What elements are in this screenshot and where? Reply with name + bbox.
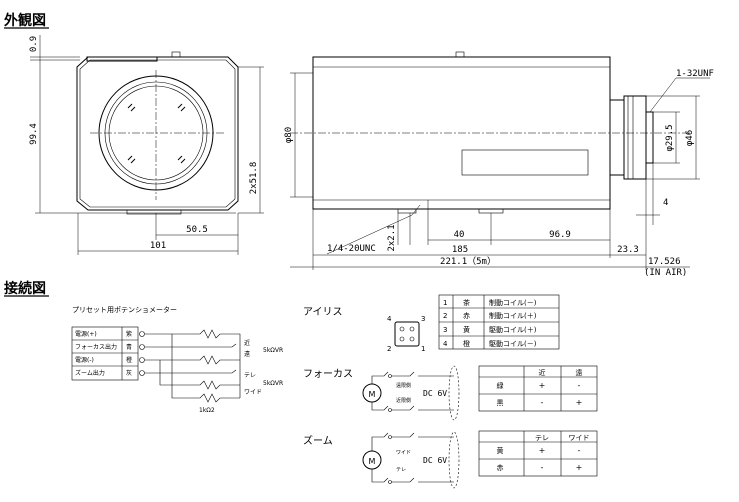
zoom-row-v1: +: [539, 446, 546, 455]
pot-row-label: 電源(-): [75, 356, 94, 364]
pot-circuit: プリセット用ポテンショメーター 電源(+) 紫 フォーカス出力 青 電源(-) …: [71, 305, 283, 414]
dim-221-1: 221.1（5m）: [440, 256, 496, 267]
heading-wiring: 接続図: [4, 280, 46, 297]
iris-row-n: 1: [443, 299, 447, 307]
pot-row-label: 電源(+): [75, 330, 97, 338]
focus-switch-far: 遠限側: [396, 382, 411, 389]
dim-23-3: 23.3: [617, 245, 639, 255]
zoom-row-v2: -: [578, 446, 581, 455]
zoom-row-v2: +: [576, 463, 583, 472]
front-dimensions: 0.9 99.4 2x51.8 50.5 101: [29, 35, 264, 255]
iris-row-color: 橙: [463, 339, 470, 348]
iris-section: アイリス 4 3 2 1 1 茶 制動コイル(－) 2 赤 制動コイル(＋) 3…: [303, 294, 560, 353]
dim-40: 40: [454, 230, 465, 240]
iris-pin: 1: [421, 345, 425, 353]
pot-resistor-1: 5kΩVR: [263, 347, 283, 354]
dim-0-9: 0.9: [29, 36, 39, 52]
zoom-switch-wide: ワイド: [396, 450, 411, 456]
zoom-row-name: 黄: [497, 446, 504, 455]
zoom-row-v1: -: [541, 463, 544, 472]
zoom-col: テレ: [535, 434, 549, 442]
focus-row-name: 緑: [497, 381, 504, 390]
pot-wide: ワイド: [244, 389, 262, 396]
focus-section: フォーカス M 遠限側 近限側 DC 6V 近 遠 緑 + - 黒 - +: [303, 365, 598, 421]
zoom-switch-tele: テレ: [396, 467, 406, 473]
iris-row-n: 3: [443, 326, 447, 334]
iris-connector: [394, 321, 420, 347]
pot-far: 遠: [244, 350, 250, 358]
iris-row-desc: 駆動コイル(－): [489, 339, 537, 348]
label-1-32unf: 1-32UNF: [676, 69, 714, 79]
dim-2x2-1: 2x2.1: [387, 224, 397, 251]
focus-row-v2: +: [576, 398, 583, 407]
iris-row-desc: 制動コイル(－): [489, 298, 537, 307]
iris-row-desc: 制動コイル(＋): [489, 311, 537, 320]
dim-4: 4: [663, 198, 668, 208]
iris-row-color: 黄: [463, 325, 470, 334]
front-view: [76, 51, 239, 215]
iris-pin: 3: [421, 315, 425, 323]
iris-row-color: 赤: [463, 312, 470, 320]
dim-185: 185: [452, 245, 468, 255]
focus-col: 遠: [576, 368, 583, 377]
heading-exterior: 外観図: [4, 12, 46, 29]
iris-row-n: 4: [443, 340, 448, 348]
dim-phi80: φ80: [284, 127, 294, 143]
focus-voltage: DC 6V: [423, 389, 447, 398]
side-dimensions: φ80 1-32UNF φ29.5 φ46 4 2x2.1 40 96.9 1/…: [284, 69, 714, 278]
iris-row-desc: 駆動コイル(＋): [489, 325, 537, 334]
iris-pin: 2: [387, 345, 391, 353]
zoom-voltage: DC 6V: [423, 456, 447, 465]
iris-label: アイリス: [303, 307, 343, 318]
dim-96-9: 96.9: [549, 230, 571, 240]
pot-resistor-3: 1kΩ2: [199, 407, 215, 414]
focus-switch-near: 近限側: [396, 397, 411, 404]
label-in-air: (IN AIR): [644, 268, 687, 278]
pot-row-color: 橙: [126, 356, 132, 364]
dim-101: 101: [150, 241, 166, 251]
zoom-col: ワイド: [569, 434, 590, 442]
zoom-motor-label: M: [369, 457, 376, 466]
pot-tele: テレ: [244, 372, 256, 379]
dim-phi46: φ46: [685, 130, 695, 146]
side-view: [290, 51, 690, 214]
pot-near: 近: [244, 339, 250, 347]
pot-row-color: 灰: [126, 369, 132, 377]
iris-row-color: 茶: [463, 298, 470, 307]
focus-col: 近: [539, 368, 546, 377]
dim-phi29-5: φ29.5: [665, 124, 675, 151]
label-tripod-thread: 1/4-20UNC: [327, 244, 376, 254]
iris-pin: 4: [387, 315, 392, 323]
focus-label: フォーカス: [303, 368, 353, 380]
zoom-row-name: 赤: [497, 464, 504, 472]
focus-row-v1: +: [539, 381, 546, 390]
dim-50-5: 50.5: [186, 225, 208, 235]
dim-99-4: 99.4: [29, 123, 39, 145]
pot-row-label: ズーム出力: [75, 369, 105, 377]
zoom-label: ズーム: [303, 434, 333, 447]
iris-row-n: 2: [443, 312, 447, 320]
pot-row-color: 紫: [126, 330, 132, 338]
pot-resistor-2: 5kΩVR: [263, 380, 283, 387]
pot-title: プリセット用ポテンショメーター: [72, 305, 177, 314]
focus-row-v1: -: [541, 398, 544, 407]
focus-row-name: 黒: [497, 399, 504, 407]
focus-row-v2: -: [578, 381, 581, 390]
dim-2x51-8: 2x51.8: [249, 162, 259, 195]
pot-row-color: 青: [126, 343, 132, 351]
zoom-section: ズーム M ワイド テレ DC 6V テレ ワイド 黄 + - 赤 - +: [303, 430, 598, 489]
pot-row-label: フォーカス出力: [75, 343, 117, 351]
dim-17-526: 17.526: [648, 257, 681, 267]
focus-motor-label: M: [369, 390, 376, 399]
